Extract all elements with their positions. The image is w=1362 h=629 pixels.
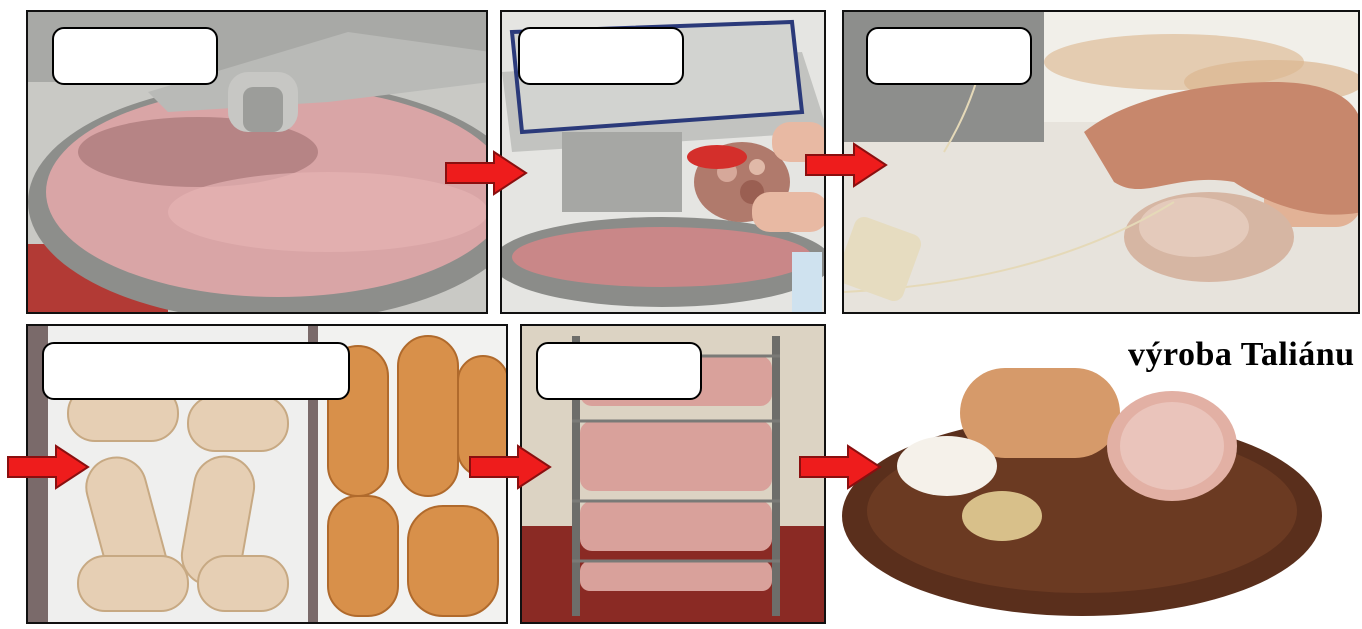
arrow-right-icon	[444, 150, 528, 196]
arrow-right-icon	[804, 142, 888, 188]
board-illustration	[842, 366, 1342, 624]
arrow-right-icon	[468, 444, 552, 490]
photo-sausage-on-board	[842, 366, 1342, 624]
arrow-right-icon	[6, 444, 90, 490]
arrow-right-icon	[798, 444, 882, 490]
page-title: výroba Taliánu	[1128, 336, 1355, 374]
step-5-label-box[interactable]	[536, 342, 702, 400]
step-1-label-box[interactable]	[52, 27, 218, 85]
step-4-label-box[interactable]	[42, 342, 350, 400]
step-3-label-box[interactable]	[866, 27, 1032, 85]
step-2-label-box[interactable]	[518, 27, 684, 85]
